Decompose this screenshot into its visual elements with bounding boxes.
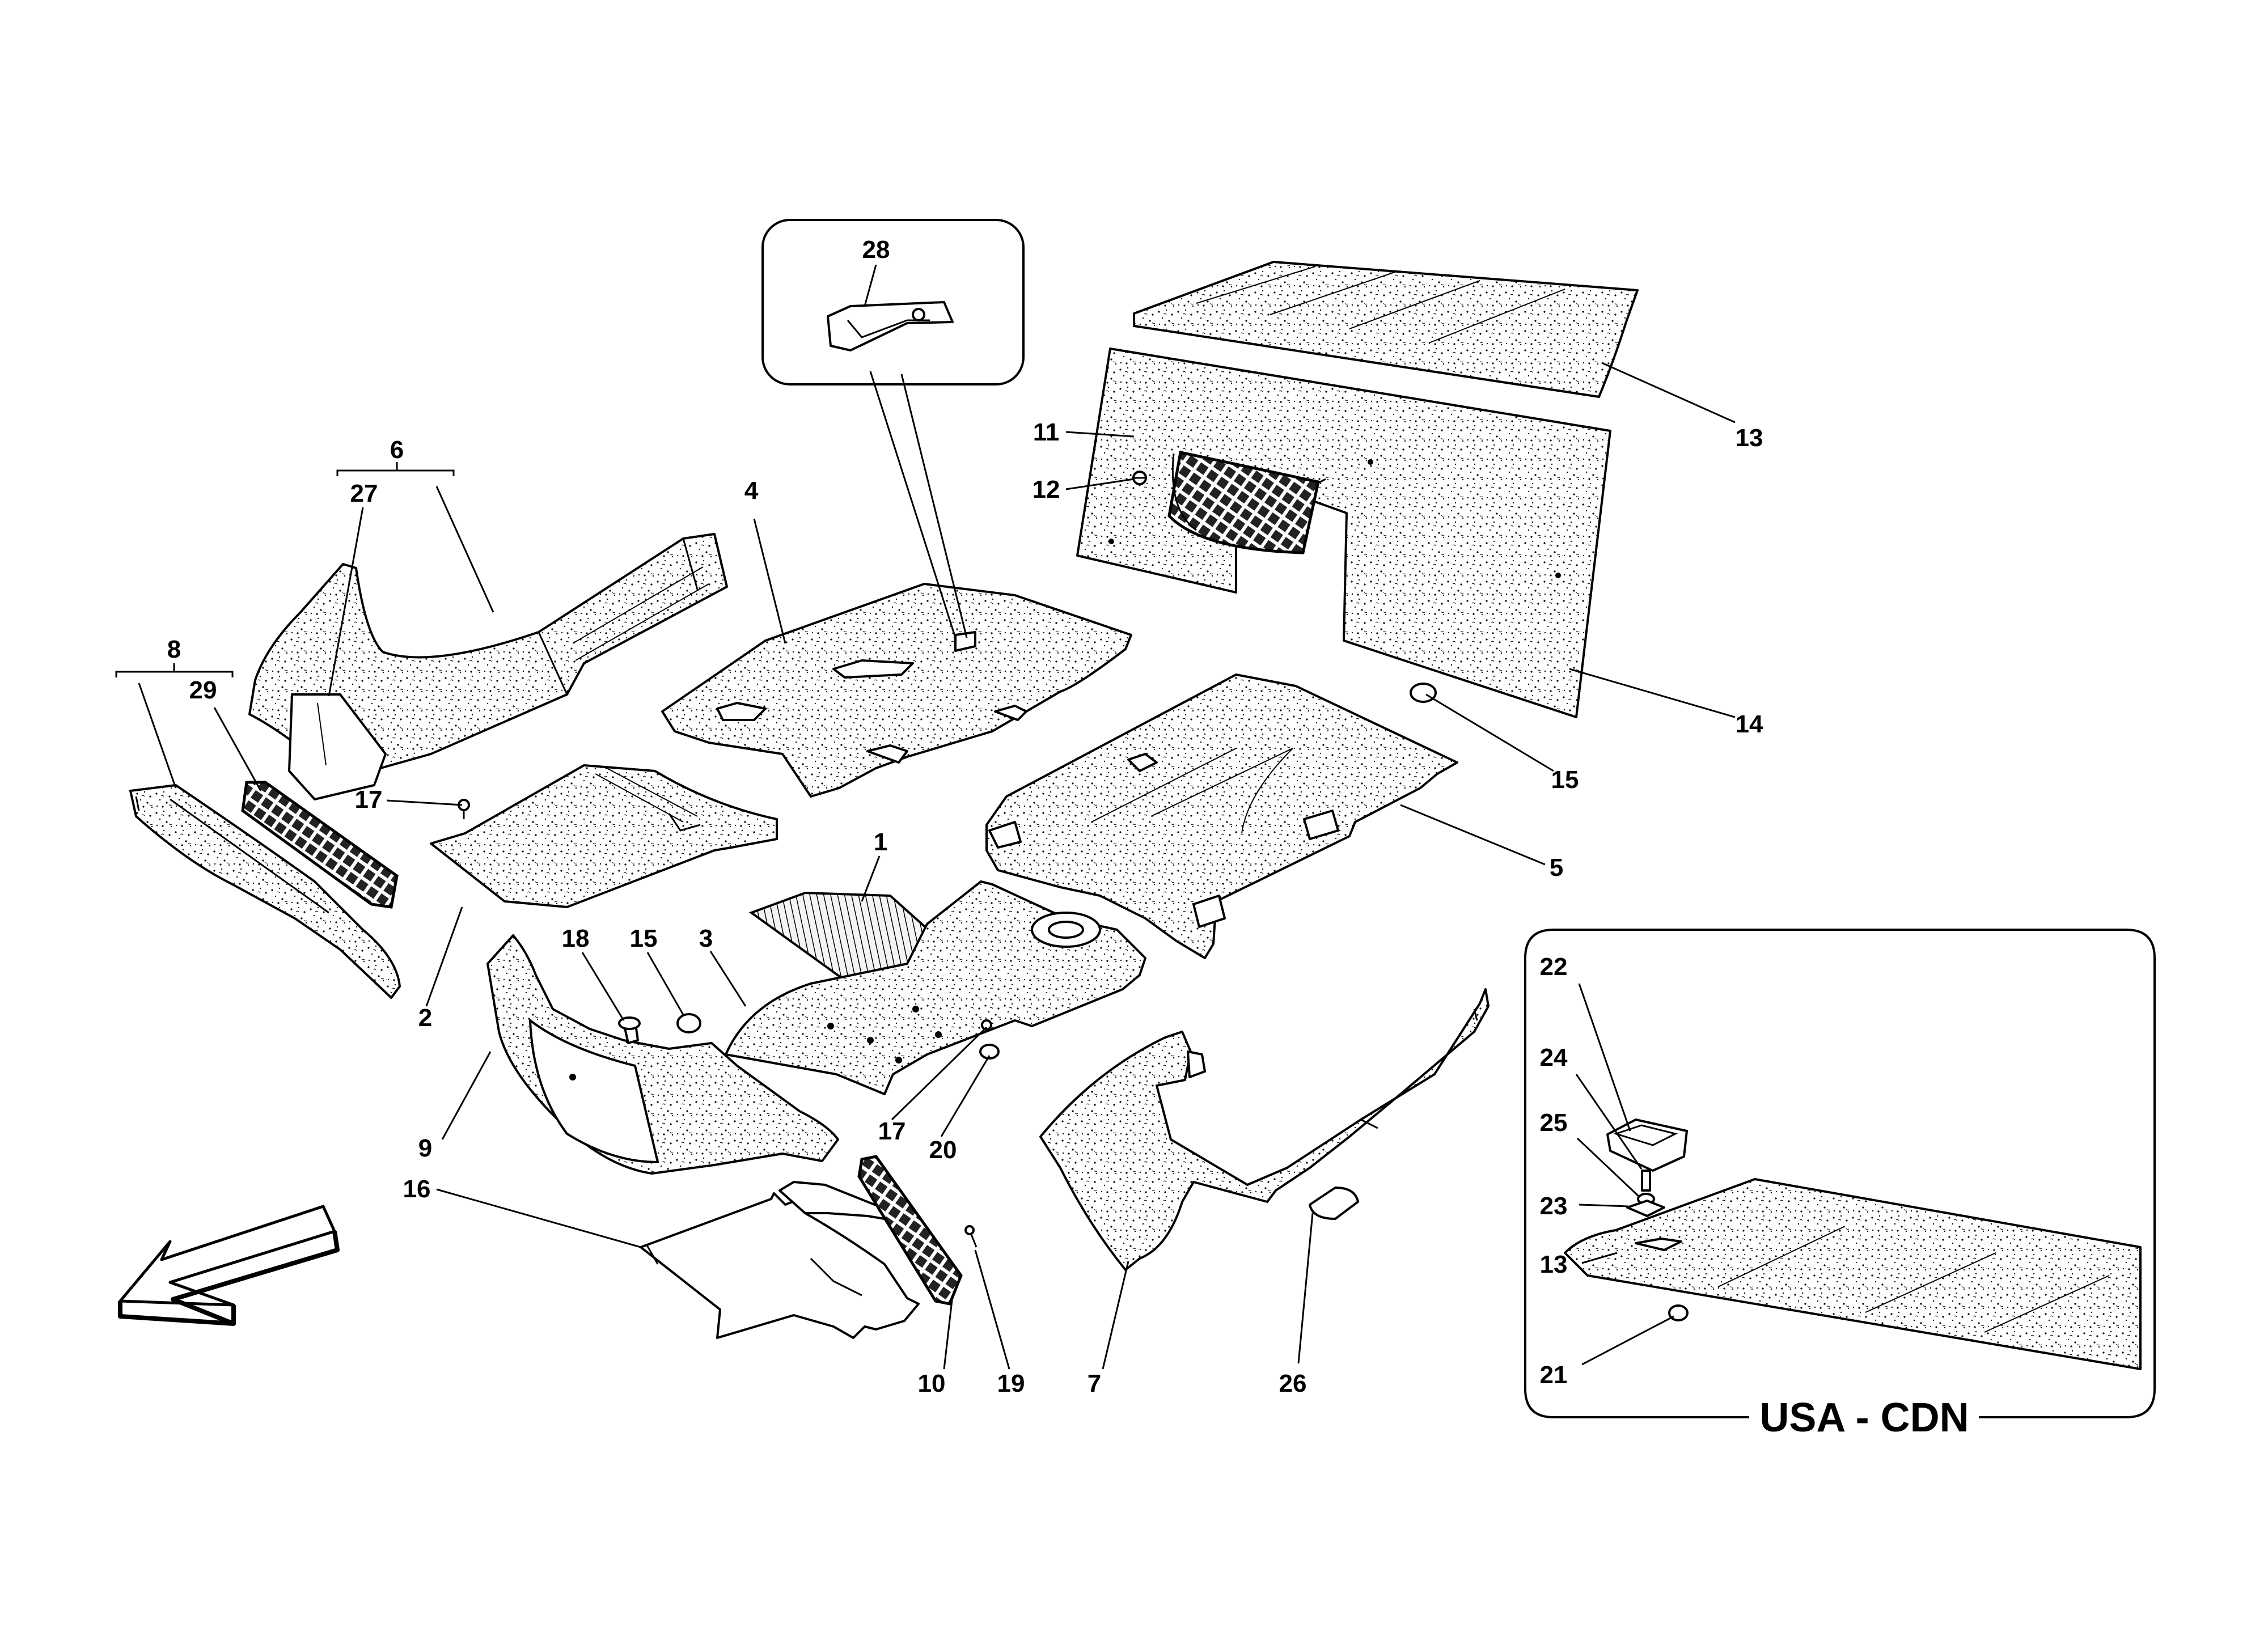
callout-19: 19 [997, 1370, 1025, 1397]
callout-10: 10 [918, 1370, 946, 1397]
part-17-screw-upper [458, 799, 470, 819]
part-27-panel [288, 693, 387, 800]
callout-15-top: 15 [1551, 766, 1579, 794]
inset-label: USA - CDN [1759, 1395, 1969, 1440]
callout-5: 5 [1550, 854, 1563, 882]
part-2-floor-mat [430, 764, 778, 908]
callout-23: 23 [1540, 1192, 1568, 1220]
part-22-grommet [1606, 1118, 1688, 1172]
part-10-side-grille [857, 1155, 963, 1306]
inset-usa-cdn [1524, 929, 2156, 1418]
callout-11: 11 [1033, 418, 1060, 446]
leader-lines [115, 264, 1736, 1370]
part-14-rear-bulkhead [1076, 348, 1611, 718]
part-8-sill-trim [129, 784, 401, 999]
callout-20: 20 [929, 1136, 957, 1164]
callout-17-top: 17 [355, 786, 383, 813]
inset-detail-28 [761, 219, 1025, 385]
part-15-clip-upper [1410, 683, 1437, 703]
part-23-nut [1626, 1200, 1665, 1217]
part-24-bolt [1641, 1170, 1651, 1192]
callout-labels: 28 6 27 4 8 29 11 12 13 14 15 5 17 1 18 … [167, 236, 1969, 1440]
part-9-wheel-arch [486, 934, 839, 1175]
callout-7: 7 [1088, 1370, 1101, 1397]
callout-25: 25 [1540, 1109, 1568, 1137]
part-26-cap [1309, 1187, 1359, 1220]
part-20-clip [979, 1044, 1000, 1060]
part-12-screw [1132, 471, 1147, 485]
part-13-rear-shelf [1133, 261, 1639, 398]
part-4-front-carpet [661, 583, 1132, 798]
part-18-push-clip [618, 1016, 641, 1044]
callout-13: 13 [1736, 424, 1763, 452]
callout-4: 4 [744, 477, 759, 505]
part-7-rear-side-trim [1039, 988, 1490, 1271]
callout-18: 18 [562, 925, 590, 952]
callout-13-inset: 13 [1540, 1251, 1568, 1278]
callout-22: 22 [1540, 953, 1568, 981]
callout-27: 27 [350, 480, 378, 507]
part-29-grille [241, 781, 399, 909]
callout-16: 16 [403, 1175, 431, 1203]
callout-3: 3 [699, 925, 713, 952]
part-15-clip-lower [676, 1013, 701, 1033]
part-17-screw-lower [981, 1019, 992, 1031]
callout-21: 21 [1540, 1361, 1568, 1389]
callout-2: 2 [418, 1004, 432, 1032]
part-16-bracket [640, 1181, 920, 1339]
callout-14: 14 [1736, 710, 1763, 738]
callout-15-mid: 15 [630, 925, 658, 952]
part-11-storage-net [1167, 451, 1326, 554]
callout-12: 12 [1033, 476, 1060, 503]
callout-9: 9 [418, 1134, 432, 1162]
direction-arrow [118, 1205, 340, 1326]
part-19-screw [964, 1225, 978, 1248]
callout-1: 1 [874, 828, 887, 856]
callout-17-bottom: 17 [878, 1117, 906, 1145]
callout-28: 28 [862, 236, 890, 264]
callout-8: 8 [167, 635, 181, 663]
callout-6: 6 [390, 436, 404, 464]
part-3-trunk-mat [725, 880, 1146, 1095]
part-6-tunnel-trim [248, 533, 728, 781]
part-5-rear-carpet [985, 673, 1458, 959]
callout-29: 29 [189, 676, 217, 704]
callout-26: 26 [1279, 1370, 1307, 1397]
callout-24: 24 [1540, 1044, 1568, 1071]
